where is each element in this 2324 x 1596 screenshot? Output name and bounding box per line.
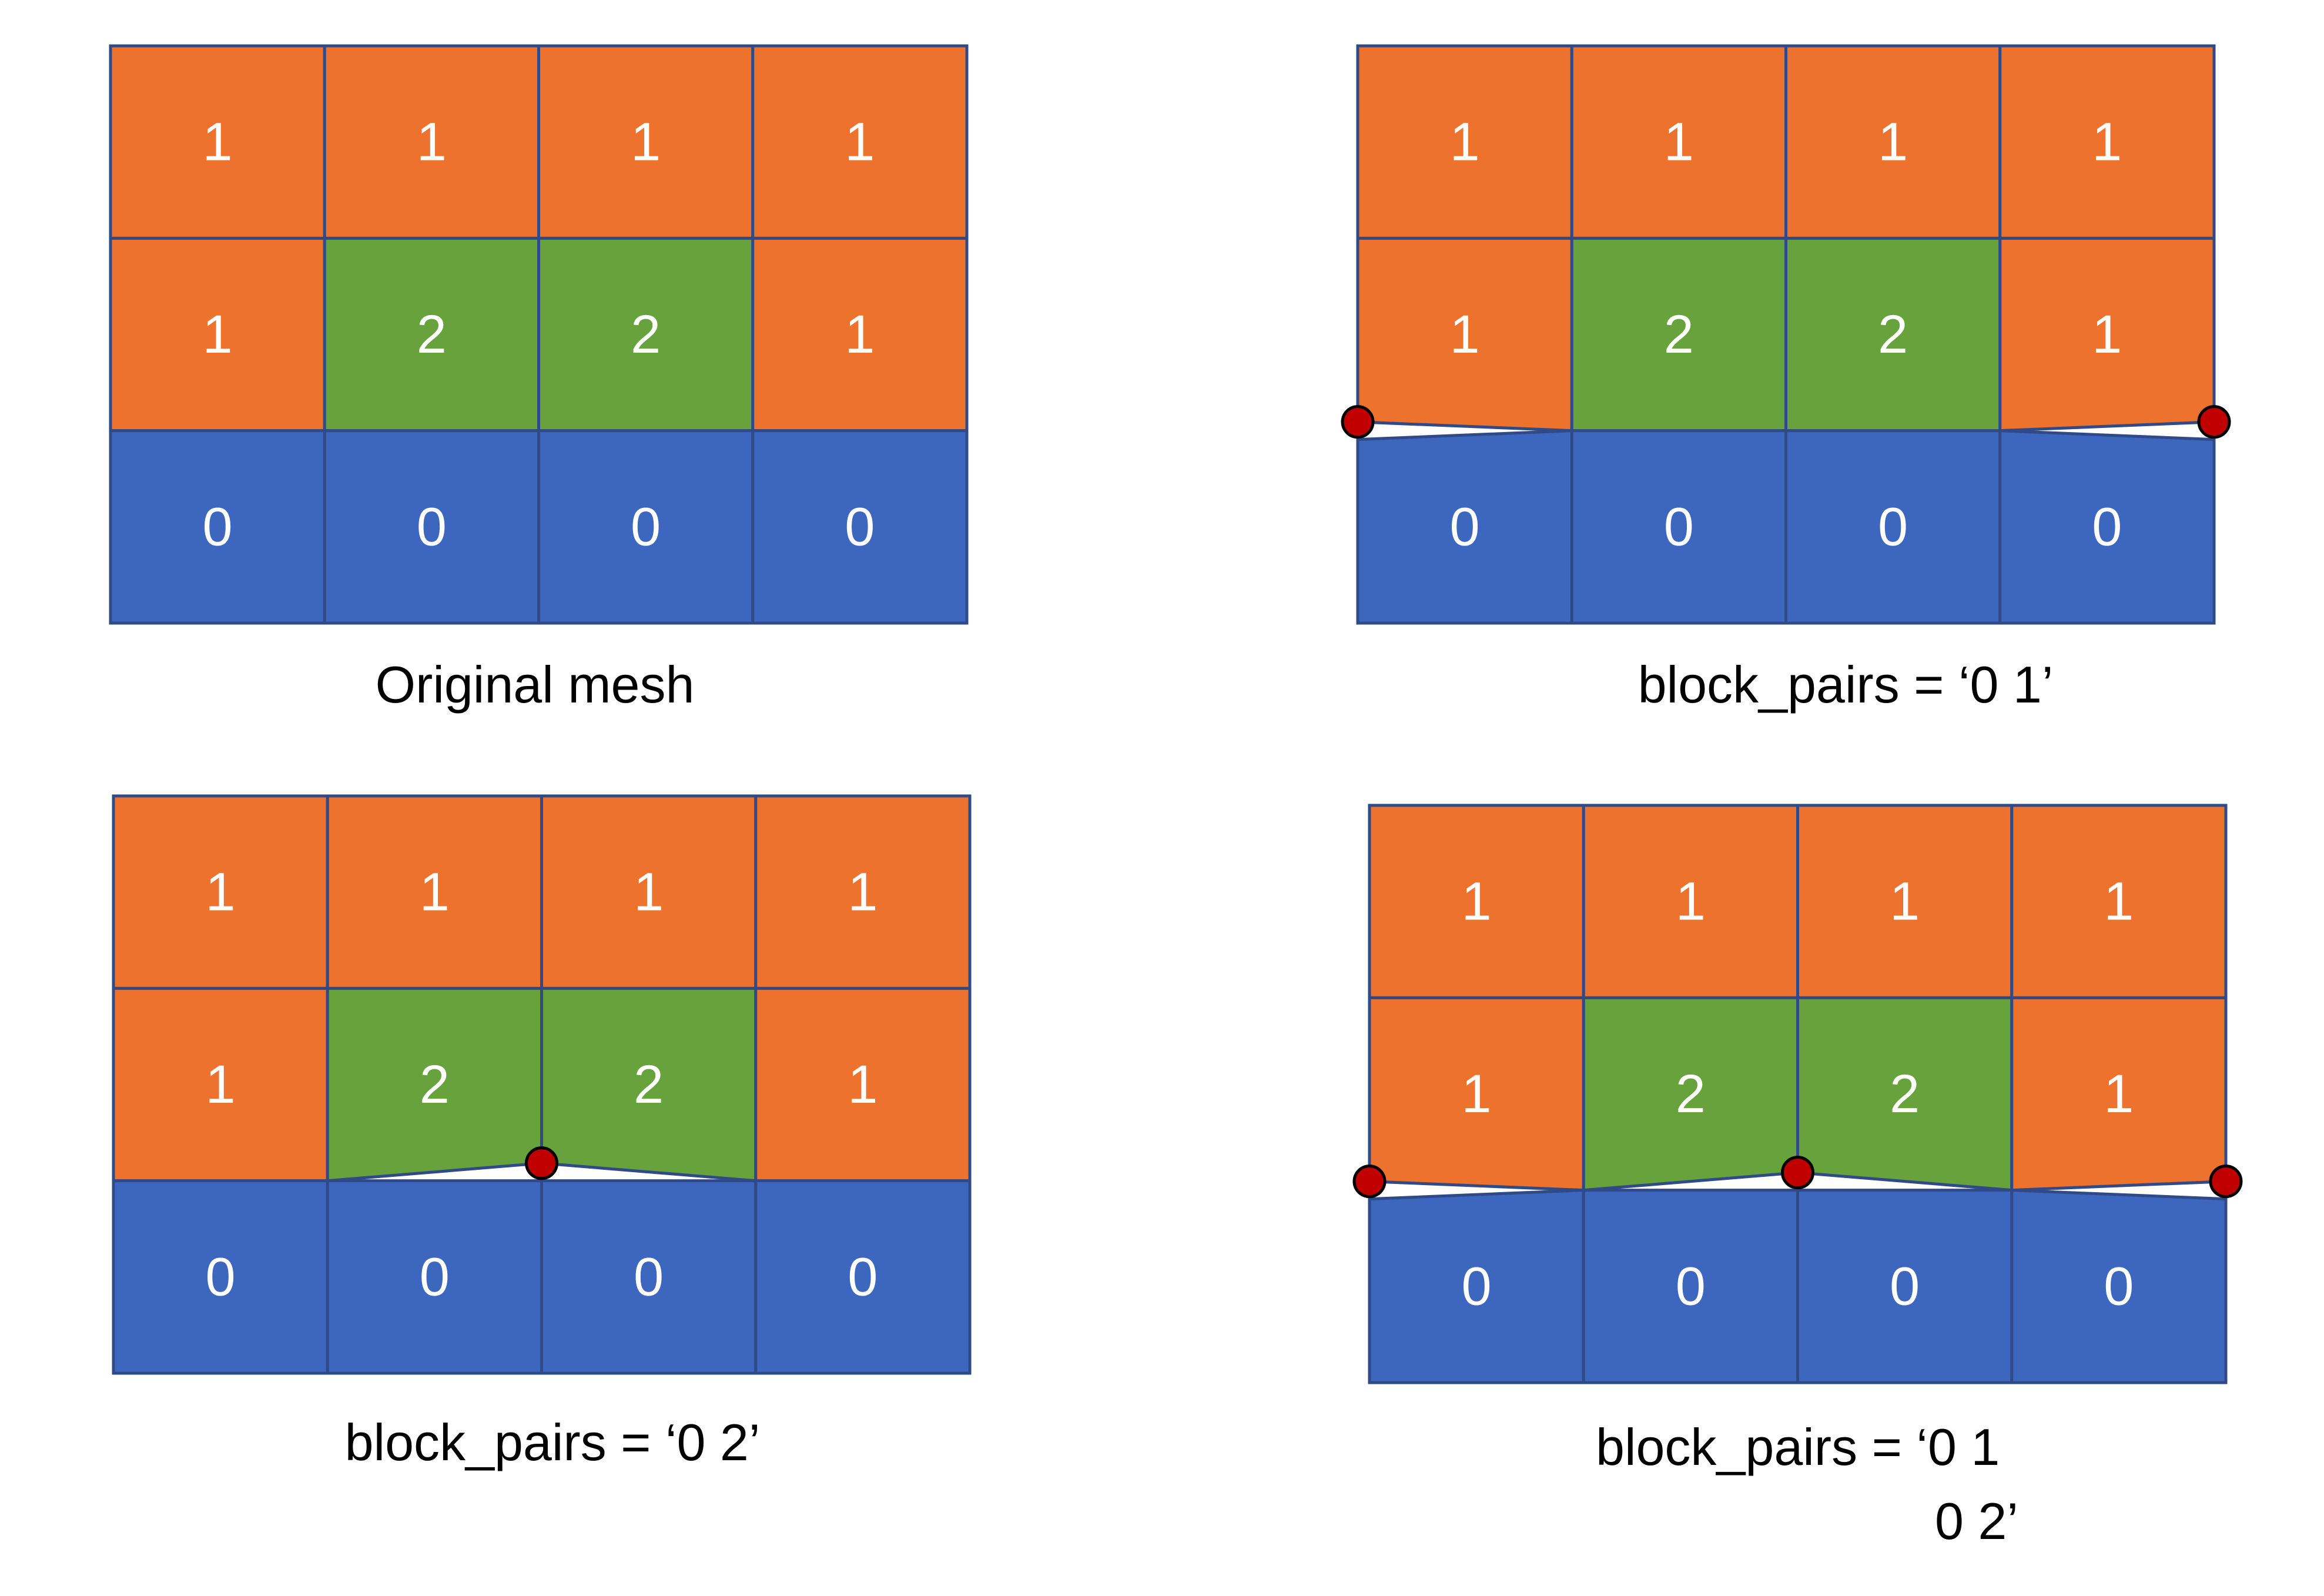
- cell-block-label: 2: [1676, 1064, 1706, 1124]
- split-nodes: [1341, 405, 2231, 439]
- cell-block-label: 2: [1890, 1064, 1920, 1124]
- cell-block-label: 1: [203, 305, 233, 364]
- cell-block-label: 0: [417, 497, 447, 557]
- cell-block-label: 0: [420, 1247, 450, 1307]
- caption-line: 0 2’: [1935, 1492, 2018, 1550]
- cell-block-label: 1: [634, 862, 664, 922]
- cell-block-label: 1: [1450, 305, 1480, 364]
- cell-block-label: 0: [1676, 1256, 1706, 1316]
- cell-block-label: 1: [631, 112, 661, 172]
- cell-block-label: 0: [1664, 497, 1694, 557]
- split-node-left: [1352, 1165, 1387, 1199]
- cell-block-label: 0: [845, 497, 875, 557]
- cell-labels: 1 1 1 1 1 2 2 1 0 0 0 0: [206, 862, 878, 1307]
- mesh-cells: [112, 794, 972, 1375]
- cell-block-label: 1: [1890, 872, 1920, 932]
- cell-block-label: 1: [1462, 872, 1492, 932]
- cell-labels: 1 1 1 1 1 2 2 1 0 0 0 0: [203, 112, 875, 557]
- panel-block-pairs-0-1: 1 1 1 1 1 2 2 1 0 0 0 0 block_pairs = ‘0 1’: [1341, 44, 2231, 714]
- mesh-cells: [109, 44, 969, 625]
- cell-block-label: 0: [1462, 1256, 1492, 1316]
- cell-block-label: 1: [848, 1055, 878, 1115]
- split-nodes: [525, 1146, 558, 1180]
- split-node-center: [1781, 1156, 1814, 1190]
- cell-block-label: 1: [2104, 872, 2134, 932]
- cell-block-label: 0: [634, 1247, 664, 1307]
- split-node-right: [2209, 1165, 2243, 1199]
- cell-block-label: 1: [1462, 1064, 1492, 1124]
- mesh-cell-block-0: [1998, 429, 2216, 625]
- mesh-cell-block-0: [754, 1179, 972, 1375]
- cell-labels: 1 1 1 1 1 2 2 1 0 0 0 0: [1450, 112, 2122, 557]
- cell-block-label: 1: [845, 305, 875, 364]
- cell-block-label: 1: [1676, 872, 1706, 932]
- mesh-cell-block-0: [2010, 1189, 2228, 1384]
- mesh-cell-block-0: [751, 429, 969, 625]
- cell-block-label: 1: [1878, 112, 1908, 172]
- cell-block-label: 0: [203, 497, 233, 557]
- caption-line: Original mesh: [376, 655, 695, 714]
- caption-line: block_pairs = ‘0 2’: [345, 1413, 761, 1471]
- cell-block-label: 1: [206, 862, 236, 922]
- caption-line: block_pairs = ‘0 1’: [1638, 655, 2054, 714]
- cell-block-label: 1: [2092, 305, 2122, 364]
- cell-block-label: 1: [1664, 112, 1694, 172]
- cell-block-label: 2: [631, 305, 661, 364]
- panel-block-pairs-0-2: 1 1 1 1 1 2 2 1 0 0 0 0 block_pairs = ‘0 2’: [112, 794, 972, 1471]
- cell-block-label: 1: [845, 112, 875, 172]
- cell-block-label: 0: [1878, 497, 1908, 557]
- cell-block-label: 1: [206, 1055, 236, 1115]
- cell-block-label: 0: [206, 1247, 236, 1307]
- cell-block-label: 1: [420, 862, 450, 922]
- cell-block-label: 1: [2092, 112, 2122, 172]
- cell-block-label: 1: [417, 112, 447, 172]
- mesh-cells: [1356, 44, 2216, 625]
- cell-block-label: 1: [203, 112, 233, 172]
- cell-block-label: 2: [417, 305, 447, 364]
- cell-block-label: 2: [1878, 305, 1908, 364]
- cell-block-label: 0: [2092, 497, 2122, 557]
- cell-block-label: 1: [1450, 112, 1480, 172]
- cell-block-label: 0: [848, 1247, 878, 1307]
- cell-block-label: 1: [848, 862, 878, 922]
- cell-block-label: 0: [1890, 1256, 1920, 1316]
- panel-original-mesh: 1 1 1 1 1 2 2 1 0 0 0 0 Original mesh: [109, 44, 969, 714]
- mesh-cells: [1368, 804, 2228, 1384]
- cell-block-label: 2: [1664, 305, 1694, 364]
- cell-block-label: 0: [1450, 497, 1480, 557]
- caption-line: block_pairs = ‘0 1: [1596, 1418, 2000, 1476]
- split-node-center: [525, 1146, 558, 1180]
- cell-block-label: 2: [634, 1055, 664, 1115]
- split-node-right: [2197, 405, 2231, 439]
- cell-labels: 1 1 1 1 1 2 2 1 0 0 0 0: [1462, 872, 2134, 1317]
- cell-block-label: 2: [420, 1055, 450, 1115]
- cell-block-label: 1: [2104, 1064, 2134, 1124]
- split-nodes: [1352, 1156, 2243, 1199]
- split-node-left: [1341, 405, 1375, 439]
- cell-block-label: 0: [631, 497, 661, 557]
- cell-block-label: 0: [2104, 1256, 2134, 1316]
- panel-block-pairs-0-1-0-2: 1 1 1 1 1 2 2 1 0 0 0 0 block_pairs = ‘0 1 0 2’: [1352, 804, 2243, 1550]
